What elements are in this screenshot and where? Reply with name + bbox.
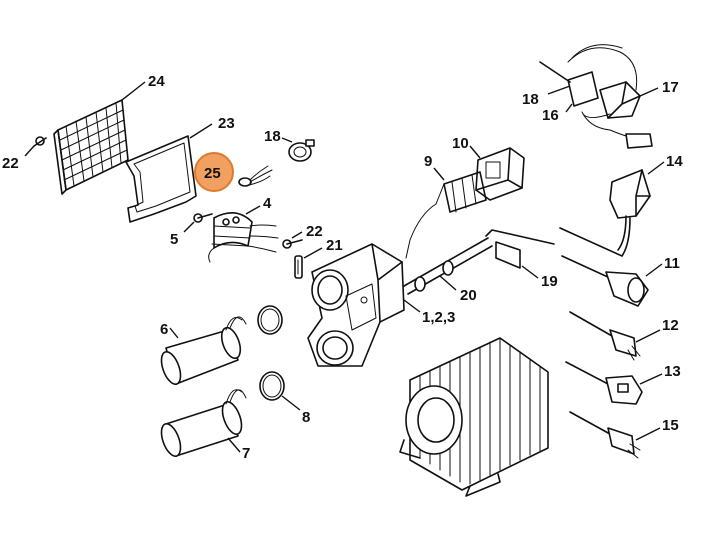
label-15: 15 <box>662 417 679 434</box>
label-18-clamp: 18 <box>264 128 281 145</box>
label-16: 16 <box>542 107 559 124</box>
part-18-clamp[interactable] <box>288 139 315 162</box>
label-4: 4 <box>263 195 272 212</box>
label-6: 6 <box>160 321 168 338</box>
label-14: 14 <box>666 153 683 170</box>
part-22-screw-left[interactable] <box>33 136 47 147</box>
label-23: 23 <box>218 115 235 132</box>
part-10-switch[interactable] <box>475 147 525 201</box>
part-11-cord[interactable] <box>561 255 649 307</box>
label-17: 17 <box>662 79 679 96</box>
part-24-grille[interactable] <box>53 99 129 195</box>
label-10: 10 <box>452 135 469 152</box>
label-12: 12 <box>662 317 679 334</box>
part-23-gasket[interactable] <box>125 135 197 223</box>
part-1-2-3-housing[interactable] <box>307 243 405 367</box>
label-22-left: 22 <box>2 155 19 172</box>
part-9-bracket[interactable] <box>405 171 487 259</box>
part-8-o-ring-lower[interactable] <box>259 371 285 401</box>
label-7: 7 <box>242 445 250 462</box>
label-19: 19 <box>541 273 558 290</box>
part-4-terminal[interactable] <box>208 212 279 263</box>
label-11: 11 <box>664 255 680 272</box>
part-12-cord[interactable] <box>569 311 641 361</box>
part-7-capacitor[interactable] <box>158 389 247 459</box>
label-22-right: 22 <box>306 223 323 240</box>
part-13-cord[interactable] <box>565 361 643 405</box>
label-18-top: 18 <box>522 91 539 108</box>
label-5: 5 <box>170 231 178 248</box>
part-8-o-ring-upper[interactable] <box>257 305 283 335</box>
part-6-capacitor[interactable] <box>158 316 247 387</box>
label-9: 9 <box>424 153 432 170</box>
label-25: 25 <box>204 165 221 182</box>
label-24: 24 <box>148 73 165 90</box>
label-1-2-3: 1,2,3 <box>422 309 455 326</box>
label-8: 8 <box>302 409 310 426</box>
label-21: 21 <box>326 237 343 254</box>
part-14-plug[interactable] <box>559 169 651 257</box>
part-5-screw[interactable] <box>193 213 213 223</box>
part-19-cord[interactable] <box>485 229 555 269</box>
part-25-connector[interactable] <box>238 165 273 187</box>
label-13: 13 <box>664 363 681 380</box>
part-16-coupler[interactable] <box>539 44 638 107</box>
motor[interactable] <box>399 337 549 497</box>
part-17-plug[interactable] <box>581 81 653 149</box>
part-20-rod[interactable] <box>403 237 493 295</box>
part-21-clip[interactable] <box>294 255 303 279</box>
part-25-highlight[interactable] <box>194 152 234 192</box>
label-20: 20 <box>460 287 477 304</box>
part-22-screw-right[interactable] <box>282 239 303 249</box>
part-15-cord[interactable] <box>569 411 641 459</box>
